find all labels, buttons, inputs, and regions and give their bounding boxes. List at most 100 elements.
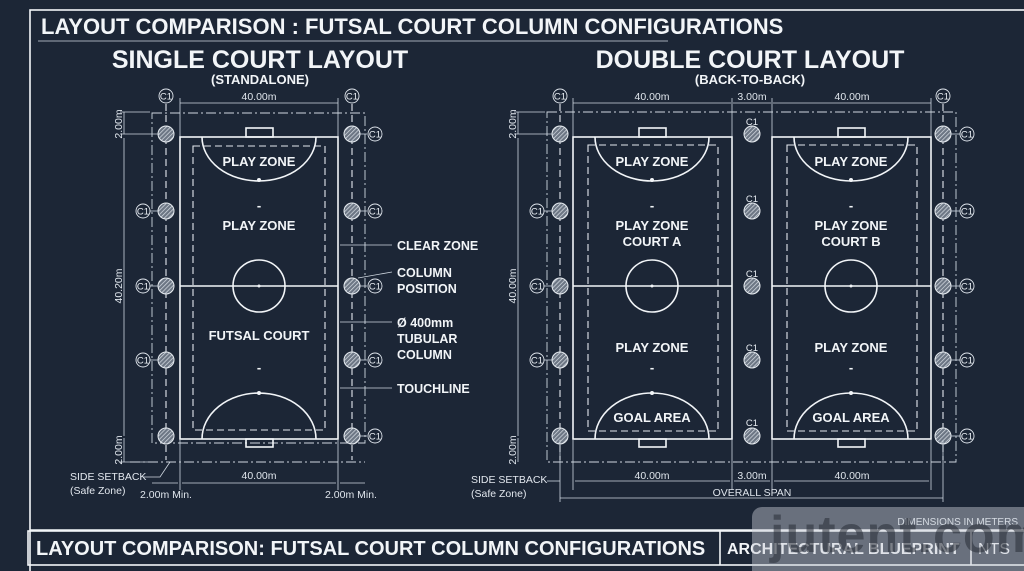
double-right-columns [934,125,952,445]
single-annotations: CLEAR ZONE COLUMN POSITION Ø 400mm TUBUL… [340,239,478,396]
single-side-setback-sub: (Safe Zone) [70,485,125,497]
column-icon [551,202,569,220]
single-right-columns [343,125,361,445]
column-icon [157,125,175,143]
double-title: DOUBLE COURT LAYOUT [596,46,905,74]
double-bottom-court-a-width: 40.00m [634,470,669,482]
single-right-min-dim: 2.00m Min. [325,489,377,501]
column-icon [157,427,175,445]
court-b-goal-area: GOAL AREA [812,410,890,425]
double-bottom-setback-dim: 2.00m [507,435,519,464]
header-title: LAYOUT COMPARISON : FUTSAL COURT COLUMN … [41,14,783,39]
svg-text:POSITION: POSITION [397,282,457,296]
annotation-column-position: COLUMN [397,266,452,280]
svg-text:C1: C1 [746,194,758,205]
court-a-goal-area: GOAL AREA [613,410,691,425]
svg-text:C1: C1 [137,207,149,218]
svg-text:C1: C1 [746,418,758,429]
svg-text:C1: C1 [531,282,543,293]
double-column-tags: C1 C1 C1 C1 C1 C1 C1 C1 C1 C1 C1 C1 C1 C… [529,88,975,444]
court-a-zone-lower: PLAY ZONE [616,340,689,355]
single-left-min-dim: 2.00m Min. [140,489,192,501]
svg-text:C1: C1 [369,282,381,293]
svg-text:C1: C1 [137,356,149,367]
single-bottom-width-dim: 40.00m [241,470,276,482]
column-icon [343,427,361,445]
single-zone-mid: PLAY ZONE [223,218,296,233]
single-zone-court: FUTSAL COURT [209,328,310,343]
annotation-tubular-column: Ø 400mm [397,316,453,330]
column-icon [551,125,569,143]
svg-text:C1: C1 [137,282,149,293]
annotation-touchline: TOUCHLINE [397,382,470,396]
single-center-circle [232,259,286,313]
column-icon [343,202,361,220]
svg-text:-: - [650,198,654,213]
single-top-goal [245,127,274,138]
court-b-zone-mid: PLAY ZONE [815,218,888,233]
double-setback-boundary [546,111,957,463]
scale-label: NTS [978,541,1010,558]
double-court-a-width: 40.00m [634,91,669,103]
svg-text:C1: C1 [961,282,973,293]
court-b-center-circle [824,259,878,313]
svg-text:-: - [849,360,853,375]
svg-text:C1: C1 [369,356,381,367]
svg-text:TUBULAR: TUBULAR [397,332,457,346]
double-side-setback-sub: (Safe Zone) [471,488,526,500]
svg-text:C1: C1 [961,207,973,218]
svg-text:C1: C1 [369,207,381,218]
column-icon [157,202,175,220]
svg-text:C1: C1 [937,92,949,103]
svg-text:C1: C1 [961,432,973,443]
svg-text:C1: C1 [369,432,381,443]
column-icon [551,351,569,369]
column-icon [743,427,761,445]
svg-text:-: - [257,198,261,213]
single-bottom-setback-dim: 2.00m [113,435,125,464]
column-icon [157,351,175,369]
svg-text:C1: C1 [746,343,758,354]
double-top-setback-dim: 2.00m [507,109,519,138]
single-bottom-goal [245,438,274,448]
single-bottom-goal-arc [201,392,317,440]
title-block [27,530,1024,566]
double-bottom-court-b-width: 40.00m [834,470,869,482]
double-bottom-gap-width: 3.00m [737,470,766,482]
single-top-setback-dim: 2.00m [113,109,125,138]
single-top-width-dim: 40.00m [241,91,276,103]
double-court-layout: DOUBLE COURT LAYOUT (BACK-TO-BACK) 40.00… [471,46,975,502]
single-side-setback-label: SIDE SETBACK [70,471,146,483]
svg-text:C1: C1 [531,356,543,367]
double-center-columns [743,125,761,445]
court-a-zone-top: PLAY ZONE [616,154,689,169]
single-subtitle: (STANDALONE) [211,72,309,87]
column-icon [743,202,761,220]
column-icon [343,351,361,369]
single-court-layout: SINGLE COURT LAYOUT (STANDALONE) 40.00m … [70,46,478,501]
single-left-columns [157,125,175,445]
column-icon [934,125,952,143]
double-subtitle: (BACK-TO-BACK) [695,72,805,87]
svg-text:C1: C1 [160,92,172,103]
double-court-b-width: 40.00m [834,91,869,103]
single-title: SINGLE COURT LAYOUT [112,46,408,74]
court-b-label: COURT B [821,234,880,249]
court-a-zone-mid: PLAY ZONE [616,218,689,233]
column-icon [934,351,952,369]
court-b-zone-lower: PLAY ZONE [815,340,888,355]
double-side-setback-label: SIDE SETBACK [471,474,547,486]
svg-text:COLUMN: COLUMN [397,348,452,362]
column-icon [551,277,569,295]
annotation-clear-zone: CLEAR ZONE [397,239,478,253]
single-zone-top: PLAY ZONE [223,154,296,169]
svg-text:-: - [650,360,654,375]
column-icon [743,351,761,369]
column-icon [743,277,761,295]
units-note: DIMENSIONS IN METERS [897,517,1018,528]
column-icon [743,125,761,143]
double-length-dim: 40.00m [507,268,519,303]
svg-text:C1: C1 [746,269,758,280]
single-column-tags: C1 C1 C1 C1 C1 C1 C1 C1 C1 C1 [135,88,383,444]
court-b-zone-top: PLAY ZONE [815,154,888,169]
